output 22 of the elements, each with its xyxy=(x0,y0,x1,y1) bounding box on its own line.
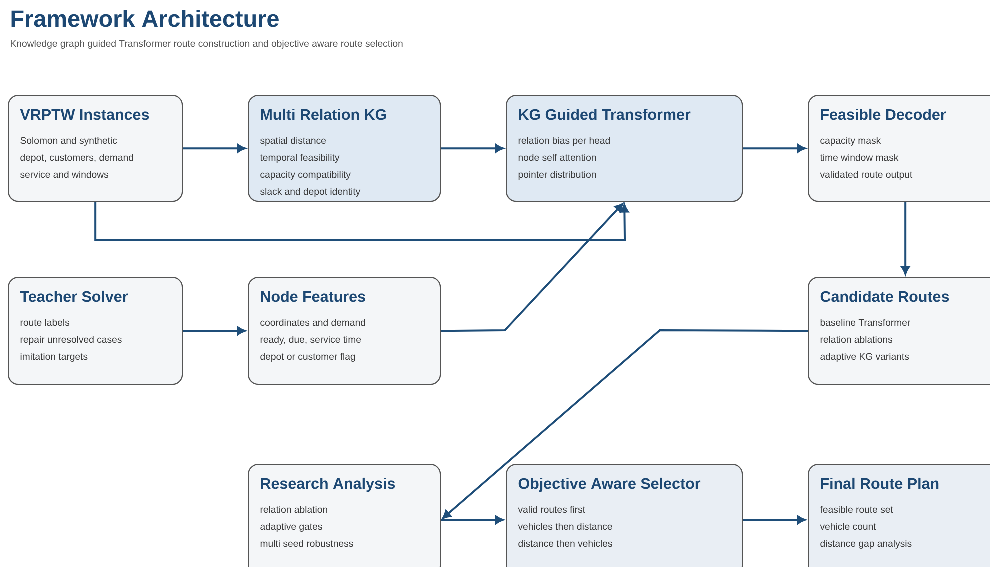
process-box: Final Route Plan feasible route set vehicle count distance gap analysis xyxy=(808,464,990,567)
arrow xyxy=(441,516,504,524)
process-box: Research Analysis relation ablation adaptive gates multi seed robustness xyxy=(248,464,442,567)
process-box: Node Features coordinates and demand ready, due, service time depot or customer flag xyxy=(248,277,442,386)
arrow xyxy=(94,202,629,241)
process-box: VRPTW Instances Solomon and synthetic depot, customers, demand service and windows xyxy=(8,95,184,202)
title: Framework Architecture xyxy=(12,10,279,28)
arrow xyxy=(183,144,246,153)
arrow xyxy=(743,516,806,524)
process-box: Objective Aware Selector valid routes first vehicles then distance distance then vehicles xyxy=(506,464,744,567)
process-box: Feasible Decoder capacity mask time window mask validated route output xyxy=(808,95,990,202)
process-box: Candidate Routes baseline Transformer relation ablations adaptive KG variants xyxy=(808,277,990,386)
arrow xyxy=(442,330,808,520)
arrow xyxy=(441,203,624,332)
process-box: KG Guided Transformer relation bias per head node self attention pointer distribution xyxy=(506,95,744,202)
arrow xyxy=(901,202,910,275)
arrow xyxy=(743,144,806,153)
arrow xyxy=(441,144,504,153)
subtitle: Knowledge graph guided Transformer route construction and objective aware route selection xyxy=(11,40,403,49)
process-box: Multi Relation KG spatial distance temporal feasibility capacity compatibility slack and depot identity xyxy=(248,95,442,202)
arrow xyxy=(183,326,246,336)
process-box: Teacher Solver route labels repair unresolved cases imitation targets xyxy=(8,277,184,386)
